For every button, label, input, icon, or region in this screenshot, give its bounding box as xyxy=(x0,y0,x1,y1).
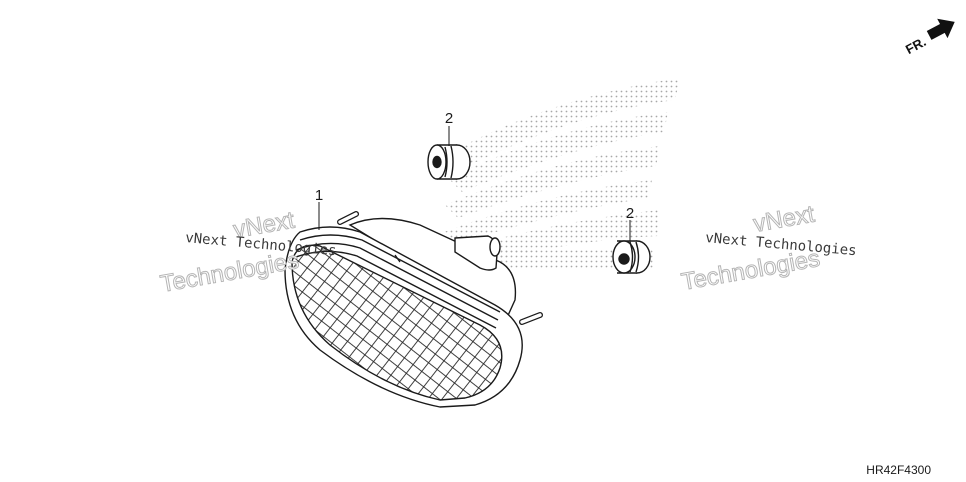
callout-2-right: 2 xyxy=(626,205,634,222)
grommet-right xyxy=(612,240,651,274)
grommet-top xyxy=(427,144,471,180)
watermark-left-line2: Technologies xyxy=(158,247,301,298)
drawing-code: HR42F4300 xyxy=(866,463,931,477)
tail-lamp xyxy=(284,211,543,408)
callout-1: 1 xyxy=(315,187,323,204)
callout-2-top: 2 xyxy=(445,110,453,127)
watermark-right-line1: vNext xyxy=(751,201,816,238)
direction-label: FR. xyxy=(903,34,929,57)
watermark-right: vNext Technologies vNext Technologies xyxy=(679,200,857,296)
front-direction-indicator: FR. xyxy=(903,18,955,57)
arrow-right-icon xyxy=(926,18,955,40)
leader-lines xyxy=(318,126,631,242)
wing-logo xyxy=(444,78,680,270)
